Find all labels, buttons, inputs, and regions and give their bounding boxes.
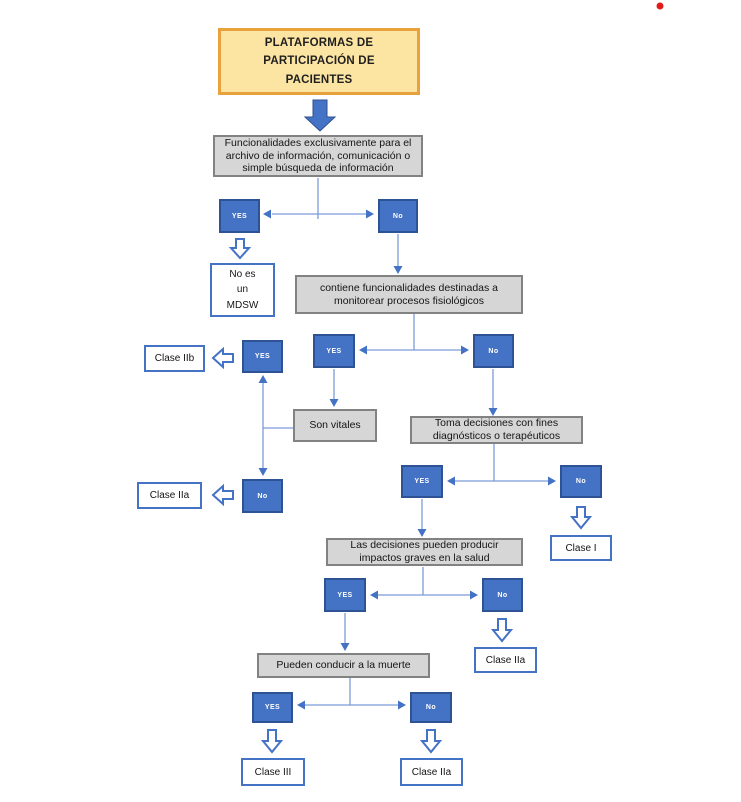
outcome-clase-iia-death: Clase IIa (400, 758, 463, 786)
outcome-clase-iia-vital: Clase IIa (137, 482, 202, 509)
decision-yes-storage: YES (219, 199, 260, 233)
decision-no-storage: No (378, 199, 418, 233)
decision-no-vital: No (242, 479, 283, 513)
connector-vital-double-arrow (258, 375, 293, 476)
outcome-clase-iib: Clase IIb (144, 345, 205, 372)
outcome-clase-iia-impact: Clase IIa (474, 647, 537, 673)
decision-yes-monitoring: YES (313, 334, 355, 368)
connector-no-to-monitoring (393, 234, 403, 274)
block-arrow-down-icon (303, 99, 337, 132)
outcome-clase-i: Clase I (550, 535, 612, 561)
question-monitoring: contiene funcionalidades destinadas a mo… (295, 275, 523, 314)
decision-no-impact: No (482, 578, 523, 612)
title-box: PLATAFORMAS DE PARTICIPACIÓN DE PACIENTE… (218, 28, 420, 95)
decision-yes-vital: YES (242, 340, 283, 373)
decision-no-monitoring: No (473, 334, 514, 368)
connector-death-split (297, 678, 406, 710)
connector-yes-to-vital (329, 369, 339, 407)
connector-no-to-decisions (488, 369, 498, 416)
question-storage: Funcionalidades exclusivamente para el a… (213, 135, 423, 177)
decision-yes-impact: YES (324, 578, 366, 612)
hollow-arrow-left-icon (211, 346, 234, 370)
question-decisions: Toma decisiones con fines diagnósticos o… (410, 416, 583, 444)
hollow-arrow-down-icon (569, 506, 593, 530)
decision-no-decisions: No (560, 465, 602, 498)
hollow-arrow-left-icon (211, 483, 234, 507)
hollow-arrow-down-icon (490, 618, 514, 643)
decision-no-death: No (410, 692, 452, 723)
connector-yes-to-death (340, 613, 350, 651)
hollow-arrow-down-icon (419, 729, 443, 754)
red-dot-marker (656, 2, 664, 10)
decision-yes-death: YES (252, 692, 293, 723)
connector-monitoring-split (359, 314, 469, 355)
connector-decisions-split (447, 444, 556, 486)
question-impact: Las decisiones pueden producir impactos … (326, 538, 523, 566)
question-vital: Son vitales (293, 409, 377, 442)
hollow-arrow-down-icon (228, 238, 252, 260)
connector-storage-split (263, 178, 374, 219)
connector-impact-split (370, 567, 478, 600)
outcome-clase-iii: Clase III (241, 758, 305, 786)
connector-yes-to-impact (417, 499, 427, 537)
decision-yes-decisions: YES (401, 465, 443, 498)
question-death: Pueden conducir a la muerte (257, 653, 430, 678)
outcome-not-mdsw: No es un MDSW (210, 263, 275, 317)
hollow-arrow-down-icon (260, 729, 284, 754)
